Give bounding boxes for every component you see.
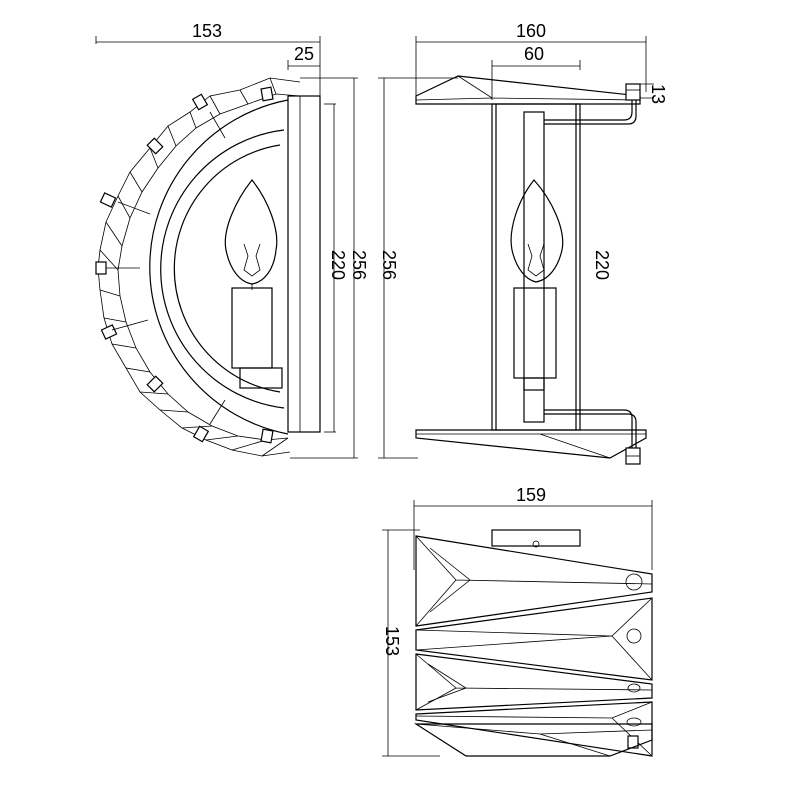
top-width-label: 159 — [516, 485, 546, 505]
top-width-dimension: 159 — [413, 485, 653, 570]
side-rod — [523, 111, 545, 423]
side-width-dimension: 160 — [415, 21, 647, 100]
top-height-dimension: 153 — [382, 529, 440, 757]
side-view: 160 60 13 — [378, 21, 668, 465]
side-frame — [491, 103, 581, 431]
front-candle-bulb — [224, 179, 283, 389]
top-view: 159 153 — [382, 485, 653, 757]
side-width-label: 160 — [516, 21, 546, 41]
front-crystal-ring — [95, 77, 301, 457]
front-back-plate — [287, 95, 321, 433]
top-crystal-4 — [415, 701, 653, 757]
top-crystal-3 — [415, 653, 653, 711]
front-outer-height-dimension: 256 — [290, 77, 369, 459]
front-half-disc — [149, 99, 289, 435]
side-inner-width-dimension: 60 — [491, 44, 581, 100]
front-depth-label: 25 — [294, 44, 314, 64]
side-outer-height-dimension: 256 — [378, 77, 458, 459]
side-outer-height-label: 256 — [379, 250, 399, 280]
top-height-label: 153 — [382, 626, 402, 656]
top-back-plate — [491, 529, 581, 547]
side-inner-height-dimension: 220 — [592, 250, 612, 280]
front-inner-height-dimension: 220 — [324, 103, 348, 433]
front-depth-dimension: 25 — [287, 44, 320, 70]
top-crystal-2 — [415, 597, 653, 681]
front-inner-height-label: 220 — [328, 250, 348, 280]
top-bottom-crystal — [413, 723, 653, 757]
front-outer-height-label: 256 — [349, 250, 369, 280]
side-inner-height-label: 220 — [592, 250, 612, 280]
front-view: 153 25 — [95, 21, 369, 459]
side-inner-width-label: 60 — [524, 44, 544, 64]
side-plate-thickness-label: 13 — [648, 84, 668, 104]
front-width-label: 153 — [192, 21, 222, 41]
front-width-dimension: 153 — [95, 21, 321, 100]
side-candle-bulb — [510, 179, 564, 391]
top-crystal-1 — [415, 535, 653, 627]
